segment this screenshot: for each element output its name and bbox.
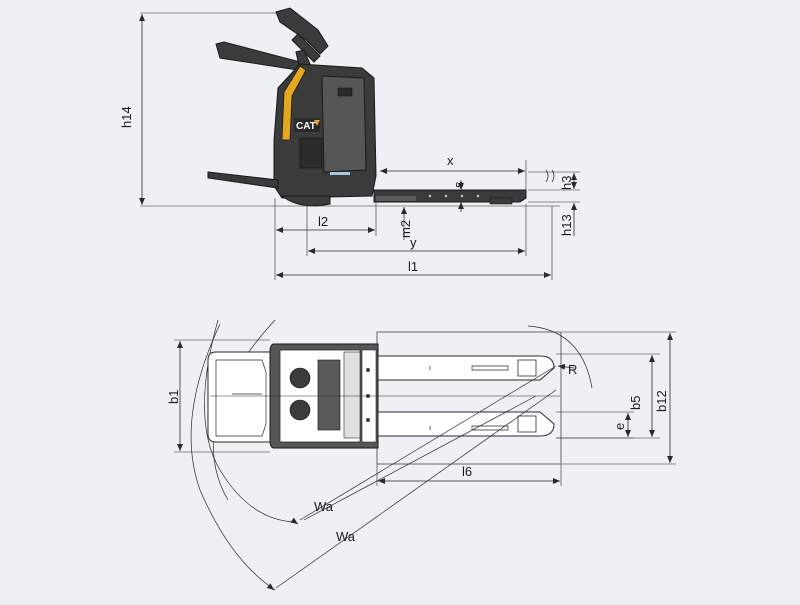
dim-label-h3: h3 (559, 176, 574, 190)
dim-label-x: x (447, 153, 454, 168)
dim-label-l1: l1 (408, 259, 418, 274)
radius-arc (527, 325, 593, 389)
wa-line-1 (299, 365, 557, 521)
tiller-handle (215, 7, 329, 71)
side-grille (299, 137, 323, 169)
status-light (330, 172, 350, 175)
forks-side (373, 189, 527, 205)
dim-label-e: e (612, 423, 627, 430)
drive-wheel-top (289, 367, 311, 389)
dim-label-l2: l2 (318, 214, 328, 229)
dim-label-l6: l6 (462, 464, 472, 479)
dim-label-s: s (451, 181, 466, 188)
dim-label-y: y (410, 235, 417, 250)
load-outline (376, 331, 562, 465)
dim-label-wa-inner: Wa (314, 499, 334, 514)
operator-platform (207, 171, 279, 189)
dim-label-wa-outer: Wa (336, 529, 356, 544)
fork-top-lower (377, 411, 555, 437)
forks-top (377, 355, 555, 437)
dim-label-h13: h13 (559, 214, 574, 236)
dim-label-b5: b5 (628, 396, 643, 410)
side-view: CAT h14 x s (119, 7, 580, 280)
dim-label-b1: b1 (166, 390, 181, 404)
wa-line-2 (275, 389, 557, 589)
yellow-accent-strip (281, 65, 307, 141)
display-panel (337, 87, 353, 97)
truck-body: CAT (273, 63, 377, 207)
cat-logo-text: CAT (296, 121, 316, 132)
top-view: R b1 b5 b12 e l6 Wa Wa (166, 319, 676, 591)
turning-arc-inner (204, 319, 296, 523)
dim-label-m2: m2 (398, 220, 413, 238)
dim-label-R: R (568, 362, 577, 377)
fork-top-upper (377, 355, 555, 381)
dim-label-b12: b12 (654, 390, 669, 412)
turning-arc-outer (190, 323, 276, 591)
cat-logo: CAT (294, 118, 320, 132)
dim-label-h14: h14 (119, 106, 134, 128)
